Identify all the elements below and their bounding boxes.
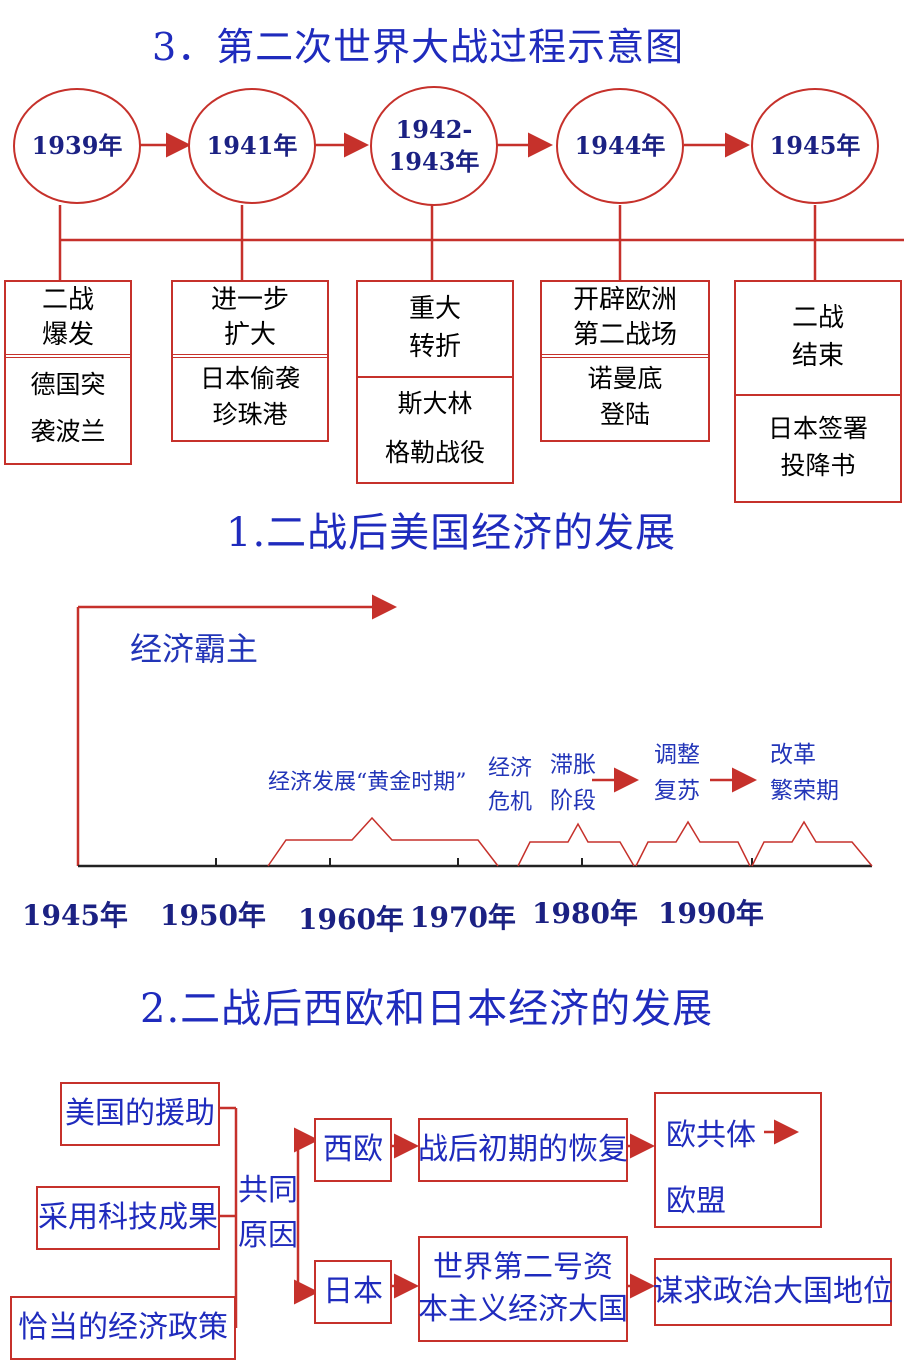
ec-label: 欧共体: [666, 1118, 756, 1153]
cause-tech: 采用科技成果: [36, 1186, 220, 1250]
year-label-1950: 1950年: [160, 899, 266, 932]
phase-reform-prosperity: 改革 繁荣期: [770, 742, 839, 804]
japan-goal-box: 谋求政治大国地位: [653, 1258, 893, 1326]
common-cause-label: 共同 原因: [238, 1173, 298, 1253]
watermark-text: 头条 @花瓣中小学教育: [650, 1326, 877, 1351]
year-label-1960: 1960年: [298, 903, 404, 936]
year-circle-1944: 1944年: [556, 88, 684, 204]
event-detail: 日本偷袭 珍珠港: [199, 363, 300, 429]
eu-label: 欧盟: [666, 1184, 726, 1219]
year-label-1945: 1945年: [22, 899, 128, 932]
section2-title: 2.二战后西欧和日本经济的发展: [140, 986, 714, 1032]
year-label-1990: 1990年: [658, 897, 764, 930]
phase-stagflation: 滞胀 阶段: [550, 752, 596, 814]
we-japan-connectors: [218, 1106, 799, 1330]
event-box-1941: 进一步 扩大 日本偷袭 珍珠港: [171, 280, 329, 442]
cause-us-aid: 美国的援助: [60, 1082, 220, 1146]
phase-crisis: 经济 危机: [488, 756, 533, 816]
cause-policy: 恰当的经济政策: [10, 1296, 236, 1360]
event-title: 重大 转折: [358, 282, 512, 378]
section1-title: 1.二战后美国经济的发展: [226, 510, 677, 556]
japan-status-box: 世界第二号资 本主义经济大国: [418, 1236, 628, 1342]
year-label-1980: 1980年: [532, 897, 638, 930]
region-japan: 日本: [314, 1260, 392, 1324]
year-circle-1945: 1945年: [751, 88, 879, 204]
year-circle-1941: 1941年: [188, 88, 316, 204]
year-circle-1942-1943: 1942- 1943年: [370, 86, 498, 206]
year-label-1970: 1970年: [410, 901, 516, 934]
west-integration-box: 欧共体 欧盟: [654, 1092, 822, 1228]
region-west-europe: 西欧: [314, 1118, 392, 1182]
event-box-1942-1943: 重大 转折 斯大林 格勒战役: [356, 280, 514, 484]
event-detail: 诺曼底 登陆: [587, 363, 663, 429]
event-box-1944: 开辟欧洲 第二战场 诺曼底 登陆: [540, 280, 710, 442]
section3-title: 3．第二次世界大战过程示意图: [152, 25, 685, 69]
event-title: 二战 爆发: [6, 282, 130, 358]
hegemony-label: 经济霸主: [130, 630, 259, 668]
phase-golden-age: 经济发展“黄金时期”: [268, 770, 467, 795]
phase-adjust-recovery: 调整 复苏: [654, 742, 700, 804]
ww2-connectors: [58, 132, 904, 282]
event-box-1945: 二战 结束 日本签署 投降书: [734, 280, 902, 503]
event-box-1939: 二战 爆发 德国突 袭波兰: [4, 280, 132, 465]
event-title: 开辟欧洲 第二战场: [542, 282, 708, 358]
us-economy-chart: [76, 594, 873, 868]
event-detail: 日本签署 投降书: [767, 414, 868, 480]
event-detail: 斯大林 格勒战役: [384, 389, 485, 467]
west-recovery-box: 战后初期的恢复: [418, 1118, 628, 1182]
event-detail: 德国突 袭波兰: [30, 369, 106, 447]
event-title: 进一步 扩大: [173, 282, 327, 358]
event-title: 二战 结束: [736, 282, 900, 396]
year-circle-1939: 1939年: [13, 88, 141, 204]
